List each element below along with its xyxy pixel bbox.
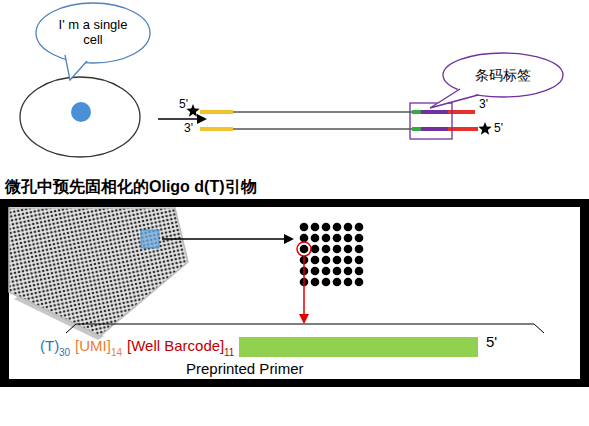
- microwell: [311, 256, 320, 265]
- microwell-plate: [9, 208, 188, 336]
- microwell: [322, 223, 331, 232]
- bubble-text-wrap: I' m a single cell: [35, 2, 151, 64]
- primer-segment: (T): [40, 338, 59, 355]
- microwell: [344, 278, 353, 287]
- cell-outline: [20, 77, 140, 157]
- strand-segment: [233, 111, 412, 112]
- speech-bubble: I' m a single cell: [35, 2, 151, 64]
- microwell: [300, 245, 309, 254]
- microwell: [333, 278, 342, 287]
- bubble-ellipse: [36, 3, 150, 63]
- microwell: [355, 245, 364, 254]
- microwell: [344, 256, 353, 265]
- microwell: [322, 245, 331, 254]
- microwell: [355, 234, 364, 243]
- microwell: [344, 223, 353, 232]
- label-star: [478, 122, 491, 135]
- strand-end: 5': [494, 122, 503, 135]
- cell-nucleus: [71, 102, 91, 122]
- process-arrow: [158, 118, 205, 120]
- bubble-text: 条码标签: [448, 67, 558, 83]
- microwell: [333, 245, 342, 254]
- microwell: [333, 234, 342, 243]
- selected-well: [297, 242, 311, 256]
- microwell: [355, 256, 364, 265]
- bubble-tail: [430, 88, 478, 108]
- microwell: [311, 245, 320, 254]
- bubble-text: I' m a single cell: [53, 18, 133, 48]
- microwell: [300, 223, 309, 232]
- microwell: [333, 223, 342, 232]
- strand-segment: [421, 110, 448, 114]
- microwell: [322, 278, 331, 287]
- primer-segment: [UMI]: [75, 338, 111, 355]
- strand-end: 5': [179, 98, 188, 111]
- strand-end: 3': [184, 122, 193, 135]
- label-star: [186, 104, 199, 117]
- expand-line: [534, 324, 544, 333]
- expand-line: [66, 324, 76, 333]
- microwell: [355, 267, 364, 276]
- segment-length: 14: [111, 347, 122, 358]
- zoom-region: [141, 230, 159, 248]
- segment-length: 11: [224, 347, 234, 358]
- bubble-tail: [430, 89, 478, 108]
- microwell: [355, 223, 364, 232]
- microwell: [344, 267, 353, 276]
- zoom-arrow: [162, 238, 292, 239]
- primer-bar: [239, 337, 478, 357]
- bubble-text-wrap: 条码标签: [442, 52, 564, 98]
- microwell: [333, 256, 342, 265]
- expand-line: [76, 324, 534, 325]
- primer-caption: Preprinted Primer: [186, 361, 304, 378]
- well-arrow: [303, 257, 305, 322]
- strand-segment: [200, 127, 233, 131]
- microwell: [300, 234, 309, 243]
- strand-end: 3': [479, 98, 488, 111]
- bubble-tail: [65, 55, 87, 80]
- section-heading: 微孔中预先固相化的Oligo d(T)引物: [5, 178, 257, 196]
- microwell: [311, 223, 320, 232]
- strand-segment: [200, 110, 233, 114]
- microwell: [311, 267, 320, 276]
- panel-inner: [9, 207, 580, 379]
- microwell: [322, 267, 331, 276]
- strand-segment: [421, 127, 448, 131]
- microwell: [355, 278, 364, 287]
- microwell: [344, 234, 353, 243]
- segment-length: 30: [59, 347, 70, 358]
- microwell: [333, 267, 342, 276]
- microwell: [311, 278, 320, 287]
- microwell: [322, 256, 331, 265]
- microwell: [311, 234, 320, 243]
- panel-frame: [0, 199, 589, 387]
- microwell: [344, 245, 353, 254]
- speech-bubble: 条码标签: [442, 52, 564, 98]
- bubble-tail: [65, 54, 87, 80]
- strand-segment: [412, 110, 421, 114]
- primer-segment: [Well Barcode]: [127, 338, 224, 355]
- microwell: [322, 234, 331, 243]
- primer-end: 5': [486, 334, 497, 351]
- strand-segment: [412, 127, 421, 131]
- strand-segment: [233, 128, 412, 129]
